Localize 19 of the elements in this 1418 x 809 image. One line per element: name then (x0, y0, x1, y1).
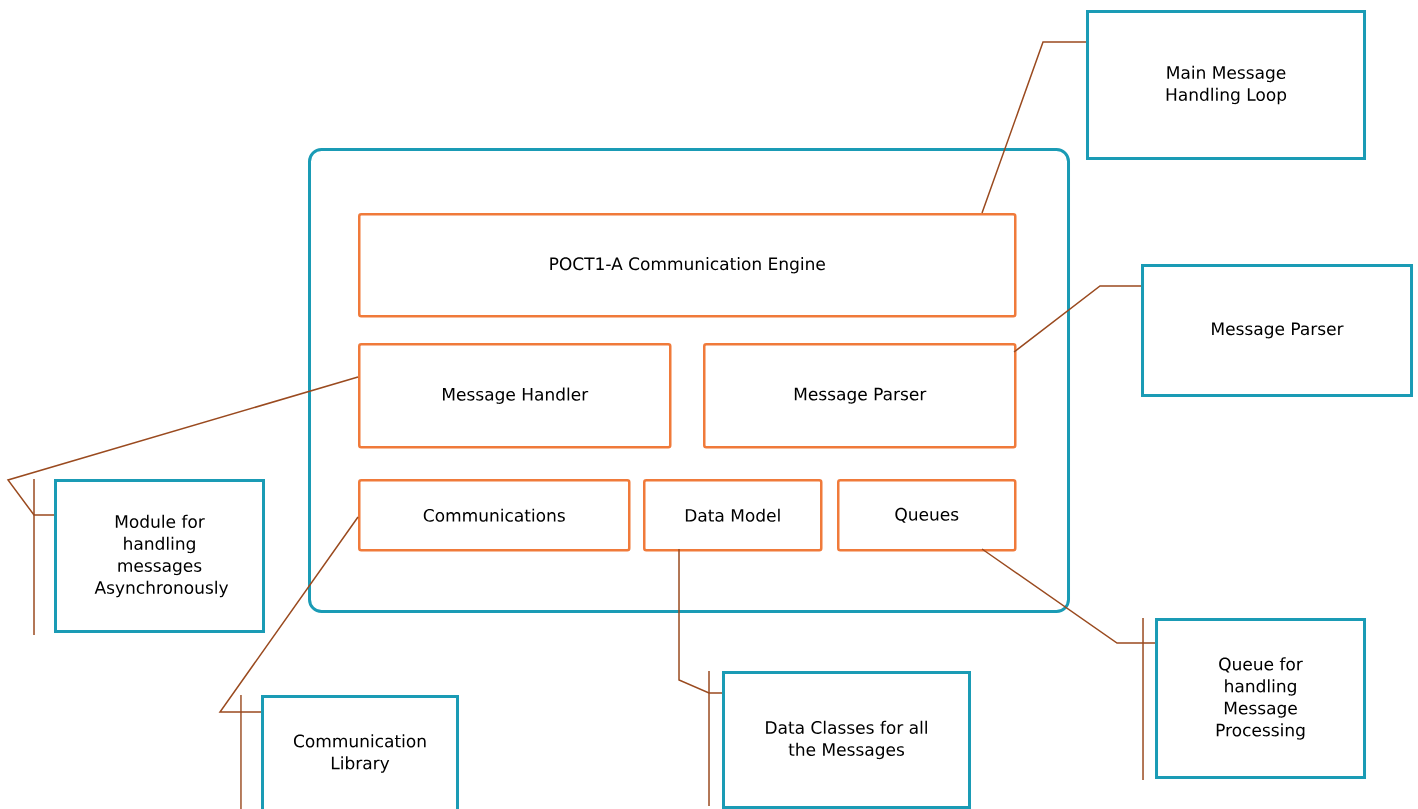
callout-box: Module for handling messages Asynchronously (54, 479, 265, 633)
module-box: Communications (358, 479, 631, 552)
module-box: Queues (837, 479, 1017, 552)
callout-box: Communication Library (261, 695, 459, 809)
module-box: Data Model (643, 479, 823, 552)
callout-box: Queue for handling Message Processing (1155, 618, 1366, 779)
leader-line (981, 548, 1156, 644)
leader-line (678, 548, 723, 694)
leader-line (981, 41, 1087, 214)
module-box: Message Handler (358, 343, 672, 449)
module-box: Message Parser (703, 343, 1017, 449)
callout-box: Message Parser (1141, 264, 1413, 397)
container-box (308, 148, 1070, 613)
module-box: POCT1-A Communication Engine (358, 213, 1017, 318)
leader-line (1013, 285, 1142, 353)
callout-box: Main Message Handling Loop (1086, 10, 1366, 160)
leader-line (6, 376, 359, 516)
callout-box: Data Classes for all the Messages (722, 671, 971, 809)
leader-line (218, 516, 359, 713)
